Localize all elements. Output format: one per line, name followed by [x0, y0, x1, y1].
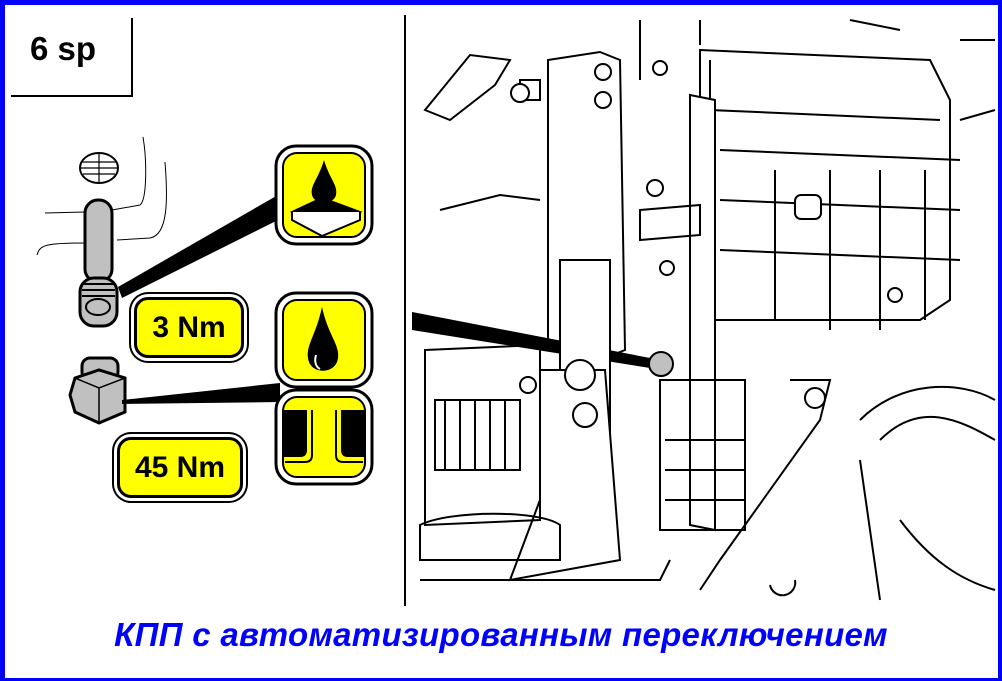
- sealant-on-surface-icon: [274, 144, 374, 246]
- leader-line-location: [412, 312, 650, 368]
- variant-box: [11, 18, 133, 97]
- oil-drop-icon: [274, 291, 374, 389]
- caption: КПП с автоматизированным переключением: [114, 616, 888, 653]
- transmission-drawing: [419, 19, 996, 601]
- bolt-icon: [78, 198, 119, 328]
- leader-line-bolt: [118, 195, 278, 298]
- leader-line-plug: [122, 383, 280, 404]
- seal-washer-icon: [274, 388, 374, 486]
- drain-plug-location: [648, 351, 674, 377]
- torque-label-drain-plug: 45 Nm: [117, 437, 243, 498]
- housing-outline-lines: [36, 136, 167, 256]
- thread-icon: [79, 152, 119, 184]
- drain-plug-icon: [68, 356, 127, 425]
- variant-label: 6 sp: [30, 30, 97, 67]
- bolt-heads: [510, 60, 903, 428]
- torque-label-bolt: 3 Nm: [134, 297, 244, 358]
